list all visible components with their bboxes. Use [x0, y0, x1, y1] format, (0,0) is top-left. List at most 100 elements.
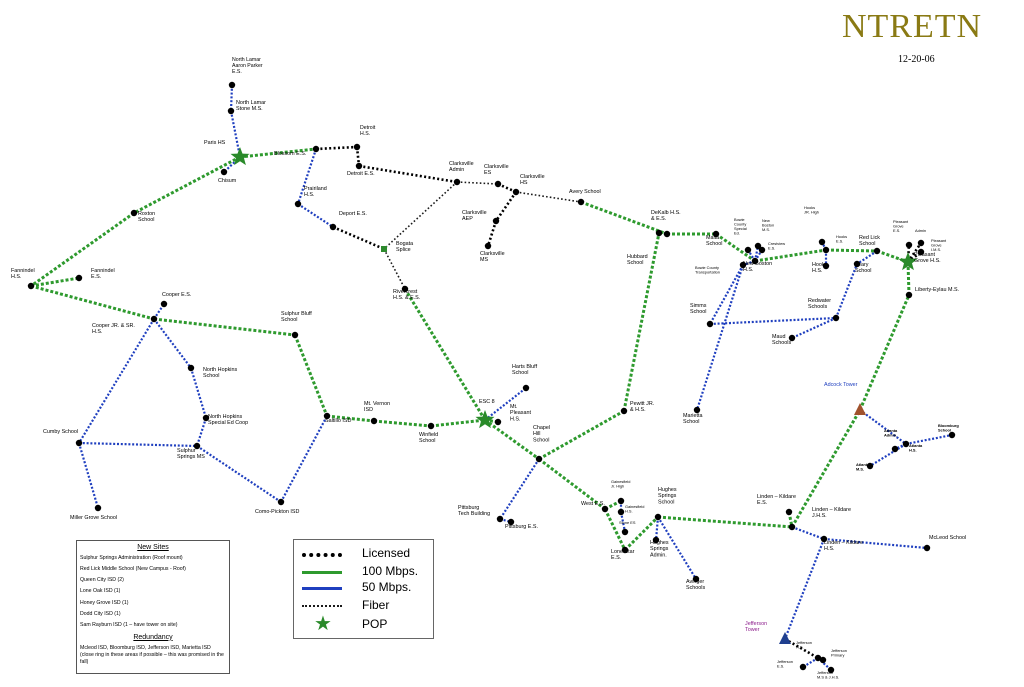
tower-icon: [779, 632, 791, 644]
site-label: Como-Pickton ISD: [255, 509, 299, 515]
link-mbps100: [373, 419, 432, 428]
link-mbps100: [293, 334, 329, 417]
pop-star-icon: ★: [314, 613, 332, 635]
site-node: [220, 168, 228, 176]
site-node: [788, 523, 796, 531]
link-fiber: [456, 181, 499, 185]
site-node: [601, 505, 609, 513]
tower-icon: [854, 403, 866, 415]
link-mbps50: [783, 538, 826, 640]
site-node: [617, 497, 625, 505]
link-mbps50: [78, 441, 198, 448]
site-node: [621, 546, 629, 554]
link-licensed: [332, 225, 385, 251]
site-node: [370, 417, 378, 425]
site-node: [754, 242, 762, 250]
site-node: [227, 107, 235, 115]
site-node: [75, 439, 83, 447]
site-node: [228, 81, 236, 89]
site-node: [294, 200, 302, 208]
site-node: [853, 260, 861, 268]
redundancy-text: Mcleod ISD, Bloomburg ISD, Jefferson ISD…: [80, 644, 224, 666]
link-mbps50: [195, 417, 208, 447]
legend-fiber: Fiber: [300, 598, 428, 614]
site-label: Adcock Tower: [824, 382, 858, 388]
link-licensed: [906, 242, 923, 263]
site-node: [620, 407, 628, 415]
site-node: [866, 462, 874, 470]
splice-icon: [381, 246, 387, 252]
link-mbps50: [499, 458, 540, 520]
link-mbps100: [790, 409, 862, 528]
link-mbps50: [905, 433, 953, 446]
site-node: [312, 145, 320, 153]
legend-100mbps-swatch: [302, 571, 342, 574]
site-node: [329, 223, 337, 231]
site-node: [923, 544, 931, 552]
link-mbps100: [30, 211, 135, 288]
legend-50mbps: 50 Mbps.: [300, 580, 428, 596]
site-node: [654, 513, 662, 521]
pop-star-icon: [230, 147, 250, 166]
site-node: [291, 331, 299, 339]
link-mbps100: [239, 147, 317, 159]
map-date: 12-20-06: [898, 54, 935, 65]
link-mbps100: [906, 261, 911, 296]
site-node: [496, 515, 504, 523]
site-node: [193, 442, 201, 450]
site-label: Avery School: [569, 189, 601, 195]
site-label: Saltillo ISD: [325, 418, 351, 424]
site-label: Deport E.S.: [339, 211, 367, 217]
link-mbps50: [189, 367, 208, 419]
link-fiber: [383, 248, 406, 290]
link-mbps100: [623, 515, 660, 552]
legend-100mbps-label: 100 Mbps.: [362, 564, 419, 578]
site-node: [94, 504, 102, 512]
site-label: DeKalb H.S.& E.S.: [651, 210, 681, 222]
link-mbps50: [297, 203, 334, 228]
link-mbps50: [802, 657, 819, 668]
link-mbps50: [695, 264, 745, 411]
site-label: Cooper JR. & SR.H.S.: [92, 323, 135, 335]
link-mbps100: [622, 232, 661, 412]
site-label: Pittsburg E.S.: [505, 524, 538, 530]
site-node: [891, 445, 899, 453]
site-label: Chisum: [218, 178, 237, 184]
link-licensed: [358, 164, 458, 184]
link-mbps100: [484, 418, 540, 461]
site-node: [323, 412, 331, 420]
legend-pop-label: POP: [362, 617, 388, 631]
site-node: [187, 364, 195, 372]
site-node: [522, 384, 530, 392]
site-node: [693, 406, 701, 414]
link-mbps100: [603, 508, 627, 551]
site-label: Miller Grove School: [70, 515, 117, 521]
site-node: [663, 230, 671, 238]
link-licensed: [355, 146, 361, 167]
link-mbps50: [859, 409, 907, 445]
site-node: [150, 315, 158, 323]
